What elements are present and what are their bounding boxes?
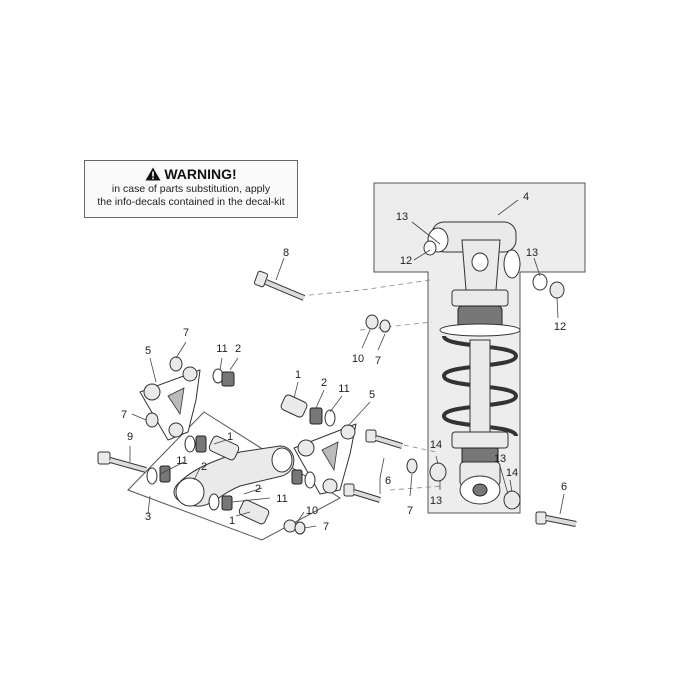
callout-11-left-upper: 11 <box>216 343 227 355</box>
callout-7-top: 7 <box>375 355 381 367</box>
rocker-plate-left <box>139 356 235 441</box>
warning-triangle-icon <box>145 167 161 181</box>
linkage-group-panel <box>127 411 341 541</box>
callout-8: 8 <box>283 247 289 259</box>
callout-14-left: 14 <box>430 439 442 451</box>
callout-1-middle: 1 <box>295 369 301 381</box>
bolts-6 <box>283 429 577 535</box>
callout-11-left-mid: 11 <box>176 455 187 467</box>
callout-7-right: 7 <box>407 505 413 517</box>
callout-13-bottom-right: 13 <box>494 453 506 465</box>
callout-leader-lines <box>129 199 565 529</box>
linkage-arm <box>146 435 316 525</box>
callout-2-left-upper: 2 <box>235 343 241 355</box>
callout-7-left-lower: 7 <box>121 409 127 421</box>
callout-2-lower: 2 <box>255 483 261 495</box>
callout-7-left-upper: 7 <box>183 327 189 339</box>
shock-absorber <box>423 221 565 510</box>
callout-9: 9 <box>127 431 133 443</box>
warning-title-row: WARNING! <box>85 165 297 183</box>
callout-12-top-right: 12 <box>554 321 566 333</box>
warning-text-line-2: the info-decals contained in the decal-k… <box>97 196 285 208</box>
rocker-plate-right <box>293 423 357 495</box>
warning-text-line-1: in case of parts substitution, apply <box>111 183 271 195</box>
callout-14-right: 14 <box>506 467 518 479</box>
callout-2-left-mid: 2 <box>201 461 207 473</box>
callout-12-top-left: 12 <box>400 255 412 267</box>
warning-label-box: WARNING! in case of parts substitution, … <box>84 160 298 218</box>
callout-6-right: 6 <box>561 481 567 493</box>
callout-10-top: 10 <box>352 353 364 365</box>
callout-1-upper: 1 <box>227 431 233 443</box>
callout-13-top-right: 13 <box>526 247 538 259</box>
warning-title: WARNING! <box>164 166 237 182</box>
spacer-middle <box>280 394 336 427</box>
callout-11-middle: 11 <box>338 383 349 395</box>
callout-4: 4 <box>523 191 529 203</box>
callout-numbers: 4 13 12 13 12 8 10 7 7 5 11 2 7 1 2 11 5… <box>121 191 567 533</box>
nut-washer-pair-top <box>365 314 391 333</box>
callout-3: 3 <box>145 511 151 523</box>
callout-7-bottom: 7 <box>323 521 329 533</box>
bolt-8 <box>253 270 306 301</box>
callout-13-top-left: 13 <box>396 211 408 223</box>
callout-5-right: 5 <box>369 389 375 401</box>
callout-6-middle: 6 <box>385 475 391 487</box>
callout-11-lower: 11 <box>276 493 287 505</box>
callout-2-middle: 2 <box>321 377 327 389</box>
callout-5-left: 5 <box>145 345 151 357</box>
bolt-9 <box>97 451 147 473</box>
callout-13-bottom-left: 13 <box>430 495 442 507</box>
callout-10-bottom: 10 <box>306 505 318 517</box>
callout-1-lower: 1 <box>229 515 235 527</box>
